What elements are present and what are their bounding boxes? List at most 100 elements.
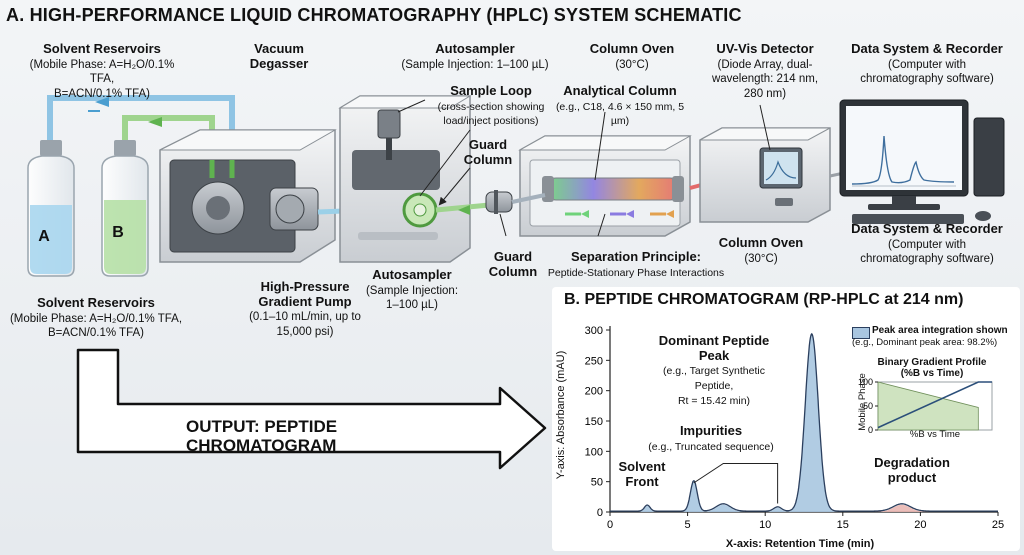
y-axis-label: Y-axis: Absorbance (mAU) [555, 350, 567, 480]
y-tick-label: 100 [585, 446, 603, 458]
x-tick-label: 20 [914, 519, 926, 531]
column-oven-unit [518, 135, 692, 237]
degasser-pump-unit [159, 129, 337, 263]
solvent-sub-2: B=ACN/0.1% TFA) [54, 88, 150, 101]
autosampler-title-top: Autosampler [435, 41, 515, 56]
legend-entry: Peak area integration shown [872, 325, 1008, 336]
column-oven-label-top: Column Oven (30°C) [578, 41, 686, 71]
analytical-title: Analytical Column [563, 83, 677, 98]
data-sub-1-bottom: (Computer with [888, 238, 966, 251]
solvent-bottle-b [101, 140, 149, 277]
sample-loop-title: Sample Loop [450, 83, 532, 98]
guard-top-1: Guard [468, 137, 508, 152]
inset-title-1: Binary Gradient Profile [877, 357, 987, 368]
peak-area [636, 505, 659, 512]
flow-arrow-icon [148, 117, 162, 127]
dominant-peak-annotation: Dominant Peptide Peak (e.g., Target Synt… [644, 333, 784, 407]
guard-column-label-bottom: Guard Column [482, 249, 544, 279]
separation-sub: Peptide-Stationary Phase Interactions [547, 266, 725, 279]
solvent-bottle-a [27, 140, 75, 277]
chromatogram-trace [610, 332, 998, 512]
computer-monitor [839, 99, 991, 224]
bottle-a-label: A [38, 228, 50, 245]
x-tick-label: 15 [837, 519, 849, 531]
impurities-annotation: Impurities (e.g., Truncated sequence) [646, 423, 776, 453]
guard-column-label-top: Guard Column [448, 137, 528, 167]
peak-area [695, 504, 752, 512]
uv-detector-label: UV-Vis Detector (Diode Array, dual- wave… [700, 41, 830, 101]
pump-line-2: Gradient Pump [258, 293, 352, 309]
separation-title: Separation Principle: [570, 249, 702, 264]
uv-sub-3: 280 nm) [743, 88, 787, 101]
column-oven-sub-bottom: (30°C) [744, 252, 778, 265]
guard-bottom-2: Column [488, 263, 538, 279]
autosampler-title-bottom: Autosampler [372, 267, 452, 282]
column-oven-title-bottom: Column Oven [718, 235, 804, 250]
impurities-sub: (e.g., Truncated sequence) [648, 440, 774, 453]
x-tick-label: 5 [685, 519, 691, 531]
analytical-column-label: Analytical Column (e.g., C18, 4.6 × 150 … [548, 83, 692, 128]
column-oven-sub-top: (30°C) [615, 58, 649, 71]
solvent-sub-2-bottom: B=ACN/0.1% TFA) [48, 327, 144, 340]
x-tick-label: 0 [607, 519, 613, 531]
autosampler-unit [338, 95, 472, 263]
gradient-pump-label: High-Pressure Gradient Pump (0.1–10 mL/m… [244, 279, 366, 339]
autosampler-label-top: Autosampler (Sample Injection: 1–100 µL) [370, 41, 580, 71]
peak-area [867, 504, 936, 512]
analytical-sub: (e.g., C18, 4.6 × 150 mm, 5 µm) [555, 100, 685, 128]
column-oven-title-top: Column Oven [589, 41, 675, 56]
vacuum-degasser-label: Vacuum Degasser [224, 41, 334, 71]
pump-sub-2: 15,000 psi) [276, 325, 334, 338]
inset-fill-area [877, 381, 979, 431]
peak-area [762, 507, 794, 512]
autosampler-sub-bottom-b: 1–100 µL) [385, 299, 439, 312]
x-tick-label: 25 [992, 519, 1004, 531]
degradation-2: product [887, 469, 937, 485]
sample-loop-label: Sample Loop (cross-section showing load/… [420, 83, 562, 128]
output-arrow [76, 348, 547, 470]
x-tick-label: 10 [759, 519, 771, 531]
degasser-line-1: Vacuum [254, 41, 304, 56]
inset-xlabel: %B vs Time [909, 429, 961, 440]
autosampler-sub-bottom-a: (Sample Injection: [365, 284, 459, 297]
peak-area [785, 334, 838, 512]
inset-tick-label: 0 [868, 425, 873, 435]
uv-detector-unit [699, 127, 831, 223]
dominant-sub-2: Rt = 15.42 min) [677, 394, 751, 407]
autosampler-sub-top: (Sample Injection: 1–100 µL) [401, 58, 549, 71]
data-system-label-top: Data System & Recorder (Computer with ch… [832, 41, 1022, 86]
legend-swatch [852, 327, 870, 339]
inset-title-2: (%B vs Time) [900, 368, 964, 380]
tube-a [47, 95, 235, 160]
inset-tick-label: 100 [858, 377, 873, 387]
solvent-title-bottom: Solvent Reservoirs [37, 295, 155, 310]
computer-tower [973, 117, 1005, 197]
solvent-front-1: Solvent [618, 459, 666, 474]
y-tick-label: 250 [585, 355, 603, 367]
solvent-sub-1-bottom: (Mobile Phase: A=H₂O/0.1% TFA, [9, 312, 183, 325]
separation-principle-label: Separation Principle: Peptide-Stationary… [536, 249, 736, 279]
uv-sub-2: wavelength: 214 nm, [711, 73, 819, 86]
data-sub-1-top: (Computer with [888, 58, 966, 71]
pump-line-1: High-Pressure [260, 279, 350, 294]
data-sub-2-top: chromatography software) [860, 73, 994, 86]
solvent-front-annotation: Solvent Front [612, 459, 672, 489]
degradation-1: Degradation [874, 455, 950, 470]
impurities-title: Impurities [679, 423, 743, 438]
inset-tick-label: 50 [863, 401, 873, 411]
solvent-sub-1: (Mobile Phase: A=H₂O/0.1% TFA, [29, 58, 175, 86]
dominant-sub-1: (e.g., Target Synthetic Peptide, [663, 365, 765, 392]
pump-sub-1: (0.1–10 mL/min, up to [249, 311, 361, 324]
x-axis-label: X-axis: Retention Time (min) [725, 538, 875, 550]
y-tick-label: 150 [585, 416, 603, 428]
inset-gradient-line [877, 381, 992, 429]
y-tick-label: 0 [597, 507, 603, 519]
column-oven-label-bottom: Column Oven (30°C) [706, 235, 816, 265]
inset-title: Binary Gradient Profile (%B vs Time) [872, 357, 992, 379]
impurity-bracket [693, 462, 779, 504]
data-sub-2-bottom: chromatography software) [860, 253, 994, 266]
output-label: OUTPUT: PEPTIDE CHROMATOGRAM [186, 417, 338, 456]
sample-loop-sub-2: load/inject positions) [443, 115, 539, 128]
